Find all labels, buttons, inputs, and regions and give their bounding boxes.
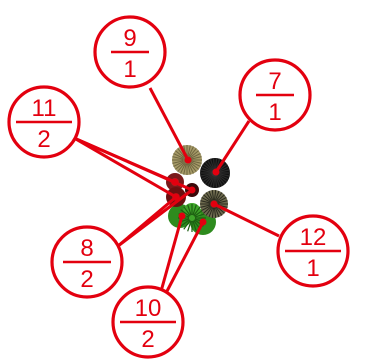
leader-dot — [172, 179, 179, 186]
leader-dot — [173, 194, 180, 201]
plant-tag[interactable]: 8 2 — [52, 227, 122, 297]
tag-quantity: 11 — [32, 95, 57, 122]
plant-tag[interactable]: 11 2 — [9, 87, 79, 157]
tag-species-code: 1 — [123, 56, 136, 83]
tag-species-code: 2 — [80, 266, 93, 293]
tag-species-code: 2 — [141, 326, 154, 353]
leader-line — [74, 138, 176, 197]
plant-tag[interactable]: 10 2 — [113, 287, 183, 357]
tag-quantity: 10 — [135, 295, 162, 322]
leader-line — [216, 121, 249, 172]
leader-dot — [211, 201, 218, 208]
leader-line — [214, 204, 279, 236]
leader-line — [150, 88, 188, 160]
leader-dot — [179, 213, 186, 220]
tag-quantity: 12 — [300, 224, 327, 251]
tag-species-code: 2 — [37, 126, 50, 153]
tag-species-code: 1 — [306, 255, 319, 282]
plant-cluster — [166, 145, 230, 235]
leader-dot — [213, 169, 220, 176]
tag-species-code: 1 — [268, 99, 281, 126]
plant-tag[interactable]: 12 1 — [278, 216, 348, 286]
leader-dot — [185, 157, 192, 164]
tag-quantity: 8 — [80, 235, 93, 262]
tag-quantity: 7 — [268, 68, 281, 95]
tag-quantity: 9 — [123, 25, 136, 52]
plant-tag[interactable]: 9 1 — [95, 17, 165, 87]
leader-dot — [189, 187, 196, 194]
plant-tag[interactable]: 7 1 — [240, 60, 310, 130]
leader-dot — [200, 219, 207, 226]
